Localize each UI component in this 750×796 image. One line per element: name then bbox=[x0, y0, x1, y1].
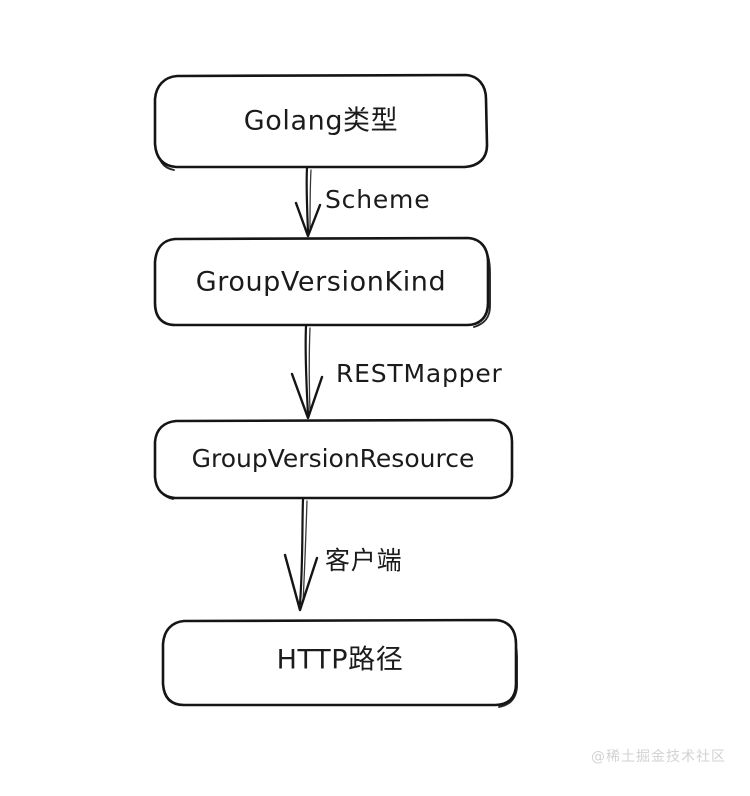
node-golang-type[interactable]: Golang类型 bbox=[153, 73, 489, 171]
watermark: @稀土掘金技术社区 bbox=[591, 749, 726, 765]
node-group-version-resource-border bbox=[153, 418, 514, 500]
edge-scheme-line bbox=[305, 166, 310, 234]
node-group-version-resource-label: GroupVersionResource bbox=[192, 444, 475, 473]
node-group-version-kind-border bbox=[153, 236, 490, 327]
edge-client-arrowhead bbox=[283, 553, 319, 612]
edge-scheme: Scheme bbox=[294, 166, 430, 238]
edge-scheme-line-double bbox=[309, 169, 312, 231]
node-golang-type-label: Golang类型 bbox=[244, 106, 399, 137]
edge-client-line bbox=[298, 497, 305, 606]
edge-restmapper-line bbox=[304, 324, 310, 416]
node-golang-type-border bbox=[153, 73, 489, 169]
node-group-version-kind[interactable]: GroupVersionKind bbox=[153, 236, 491, 328]
edge-restmapper-line-double bbox=[308, 327, 311, 413]
node-group-version-resource[interactable]: GroupVersionResource bbox=[153, 418, 514, 500]
node-group-version-kind-label: GroupVersionKind bbox=[196, 267, 447, 298]
edge-restmapper-arrowhead bbox=[290, 372, 324, 420]
node-http-path-label: HTTP路径 bbox=[277, 645, 404, 676]
edge-client-label: 客户端 bbox=[325, 546, 402, 575]
edge-restmapper: RESTMapper bbox=[290, 324, 503, 420]
edge-client: 客户端 bbox=[283, 497, 402, 612]
node-http-path[interactable]: HTTP路径 bbox=[161, 618, 518, 708]
node-http-path-border bbox=[161, 618, 518, 707]
edge-scheme-label: Scheme bbox=[325, 185, 430, 214]
edge-client-line-double bbox=[302, 500, 308, 603]
edge-restmapper-label: RESTMapper bbox=[336, 359, 503, 388]
edge-scheme-arrowhead bbox=[294, 201, 322, 238]
